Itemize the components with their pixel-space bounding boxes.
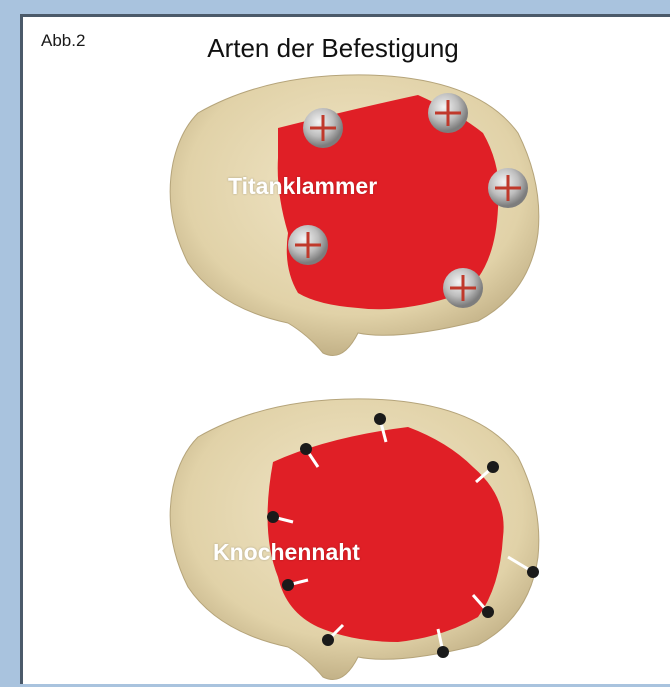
figure-panel: Abb.2 Arten der Befestigung [20,14,670,684]
clamp-2 [428,93,468,133]
skull-illustration [158,73,543,363]
clamp-1 [303,108,343,148]
skull-titanium-clamps: Titanklammer [158,73,543,363]
label-titanium-clamp: Titanklammer [228,173,377,200]
skull-bone-suture: Knochennaht [158,397,543,687]
clamp-5 [443,268,483,308]
clamp-3 [488,168,528,208]
figure-title: Arten der Befestigung [23,33,643,64]
label-bone-suture: Knochennaht [213,539,360,566]
clamp-4 [288,225,328,265]
